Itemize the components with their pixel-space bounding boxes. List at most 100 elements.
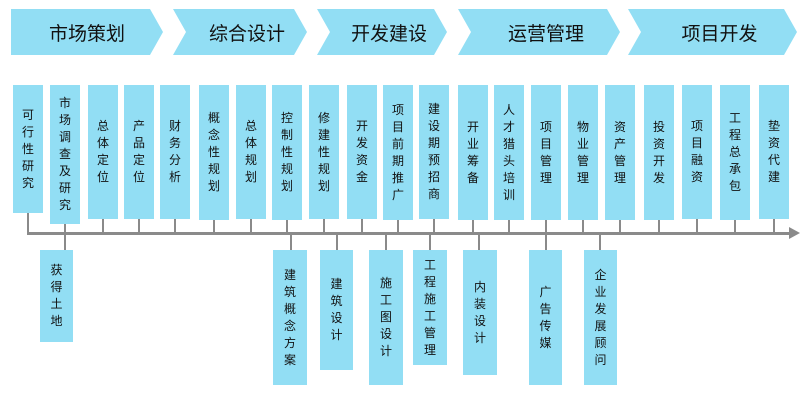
top-connector: [508, 220, 510, 233]
top-item: 市场调查及研究: [50, 85, 80, 224]
top-connector: [138, 219, 140, 233]
stage-5: 项目开发: [628, 9, 797, 55]
top-connector: [102, 219, 104, 233]
bottom-connector: [64, 233, 66, 250]
top-item-label: 工程总承包: [728, 111, 741, 193]
top-item-label: 投资开发: [652, 119, 665, 185]
bottom-item: 获得土地: [40, 250, 73, 342]
top-item: 财务分析: [160, 85, 190, 219]
stage-label: 开发建设: [350, 22, 427, 45]
top-connector: [323, 219, 325, 233]
top-connector: [619, 220, 621, 233]
top-item-label: 物业管理: [576, 119, 589, 185]
top-connector: [286, 220, 288, 233]
top-item: 项目管理: [531, 85, 561, 220]
top-item: 垫资代建: [759, 85, 789, 219]
top-item: 项目融资: [682, 85, 712, 219]
top-item: 总体定位: [88, 85, 118, 219]
top-item: 控制性规划: [272, 85, 302, 220]
top-item: 产品定位: [124, 85, 154, 219]
top-connector: [174, 219, 176, 233]
top-item-label: 人才猎头培训: [502, 102, 515, 202]
bottom-item-label: 获得土地: [50, 263, 63, 328]
top-item: 资产管理: [605, 85, 635, 220]
top-item: 开发资金: [347, 85, 377, 219]
bottom-item-label: 内装设计: [473, 279, 486, 345]
top-connector: [582, 220, 584, 233]
bottom-item: 建筑设计: [320, 250, 353, 370]
bottom-item: 工程施工管理: [413, 250, 447, 365]
top-item: 项目前期推广: [383, 85, 413, 220]
bottom-item-label: 企业发展顾问: [594, 267, 607, 367]
timeline-axis: [27, 232, 791, 235]
top-item-label: 概念性规划: [207, 111, 220, 193]
timeline-arrowhead: [789, 227, 800, 239]
stage-3: 开发建设: [317, 9, 447, 55]
top-connector: [658, 220, 660, 233]
top-connector: [433, 219, 435, 233]
bottom-connector: [429, 233, 431, 250]
top-item-label: 建设期预招商: [427, 102, 440, 201]
top-item-label: 控制性规划: [280, 111, 293, 193]
top-item: 投资开发: [644, 85, 674, 220]
top-item-label: 垫资代建: [767, 119, 780, 184]
stage-label: 项目开发: [681, 22, 758, 45]
top-item: 概念性规划: [199, 85, 229, 220]
bottom-connector: [290, 233, 292, 250]
top-connector: [773, 219, 775, 233]
stage-label: 市场策划: [48, 22, 125, 45]
bottom-item-label: 建筑概念方案: [283, 267, 296, 367]
top-item-label: 项目管理: [539, 119, 552, 185]
top-item-label: 开业筹备: [466, 119, 479, 185]
stage-label: 运营管理: [507, 22, 584, 45]
top-item: 工程总承包: [720, 85, 750, 220]
top-connector: [213, 220, 215, 233]
bottom-connector: [545, 233, 547, 250]
bottom-item: 企业发展顾问: [584, 250, 617, 385]
top-item-label: 产品定位: [132, 119, 145, 184]
top-connector: [64, 224, 66, 233]
stage-2: 综合设计: [173, 9, 307, 55]
top-item-label: 资产管理: [613, 119, 626, 185]
stage-label: 综合设计: [208, 22, 285, 45]
top-item-label: 总体定位: [96, 119, 109, 184]
bottom-item-label: 广告传媒: [539, 284, 552, 350]
top-item-label: 总体规划: [244, 119, 257, 184]
top-item: 建设期预招商: [419, 85, 449, 219]
top-connector: [397, 220, 399, 233]
stage-4: 运营管理: [458, 9, 620, 55]
stage-banner: 市场策划 综合设计 开发建设 运营管理 项目开发: [0, 0, 809, 64]
top-item-label: 修建性规划: [317, 110, 330, 193]
bottom-item: 广告传媒: [529, 250, 562, 385]
top-item: 可行性研究: [13, 85, 43, 213]
bottom-item-label: 建筑设计: [330, 277, 343, 342]
bottom-item-label: 工程施工管理: [423, 257, 436, 357]
top-connector: [361, 219, 363, 233]
stage-1: 市场策划: [11, 9, 163, 55]
bottom-item: 施工图设计: [369, 250, 403, 385]
top-connector: [696, 219, 698, 233]
top-item: 总体规划: [236, 85, 266, 219]
bottom-connector: [478, 233, 480, 250]
bottom-item: 建筑概念方案: [273, 250, 307, 385]
top-connector: [545, 220, 547, 233]
bottom-connector: [599, 233, 601, 250]
bottom-item: 内装设计: [463, 250, 497, 375]
top-connector: [250, 219, 252, 233]
top-connector: [472, 220, 474, 233]
top-connector: [734, 220, 736, 233]
bottom-connector: [336, 233, 338, 250]
top-item-label: 可行性研究: [21, 107, 34, 190]
top-item-label: 财务分析: [168, 119, 181, 184]
top-item: 物业管理: [568, 85, 598, 220]
top-item-label: 项目前期推广: [391, 102, 404, 202]
top-item-label: 市场调查及研究: [58, 96, 71, 212]
top-item-label: 开发资金: [355, 119, 368, 184]
bottom-connector: [385, 233, 387, 250]
bottom-item-label: 施工图设计: [379, 276, 392, 358]
top-item: 修建性规划: [309, 85, 339, 219]
top-item-label: 项目融资: [690, 119, 703, 184]
top-connector: [27, 213, 29, 233]
top-item: 开业筹备: [458, 85, 488, 220]
top-item: 人才猎头培训: [494, 85, 524, 220]
